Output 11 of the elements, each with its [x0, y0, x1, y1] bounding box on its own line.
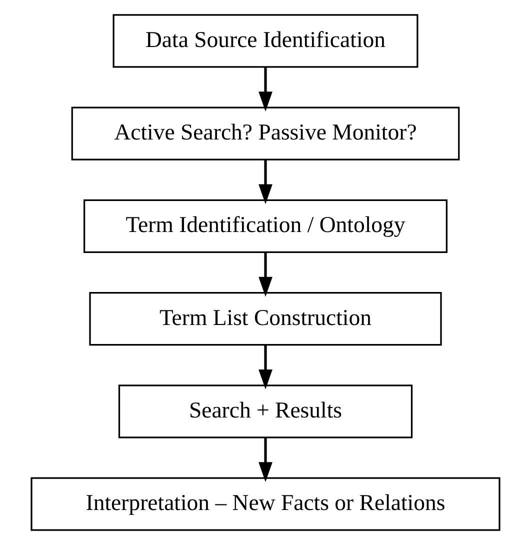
- arrow: [258, 252, 272, 297]
- node-box: Interpretation – New Facts or Relations: [30, 477, 500, 531]
- arrow: [258, 344, 272, 390]
- node-box: Data Source Identification: [112, 14, 418, 68]
- arrow: [258, 66, 272, 112]
- arrow: [258, 437, 272, 482]
- node-box: Term Identification / Ontology: [83, 199, 447, 253]
- node-box: Search + Results: [118, 384, 412, 438]
- node-box: Term List Construction: [88, 292, 442, 346]
- arrow: [258, 160, 272, 204]
- node-box: Active Search? Passive Monitor?: [70, 106, 460, 160]
